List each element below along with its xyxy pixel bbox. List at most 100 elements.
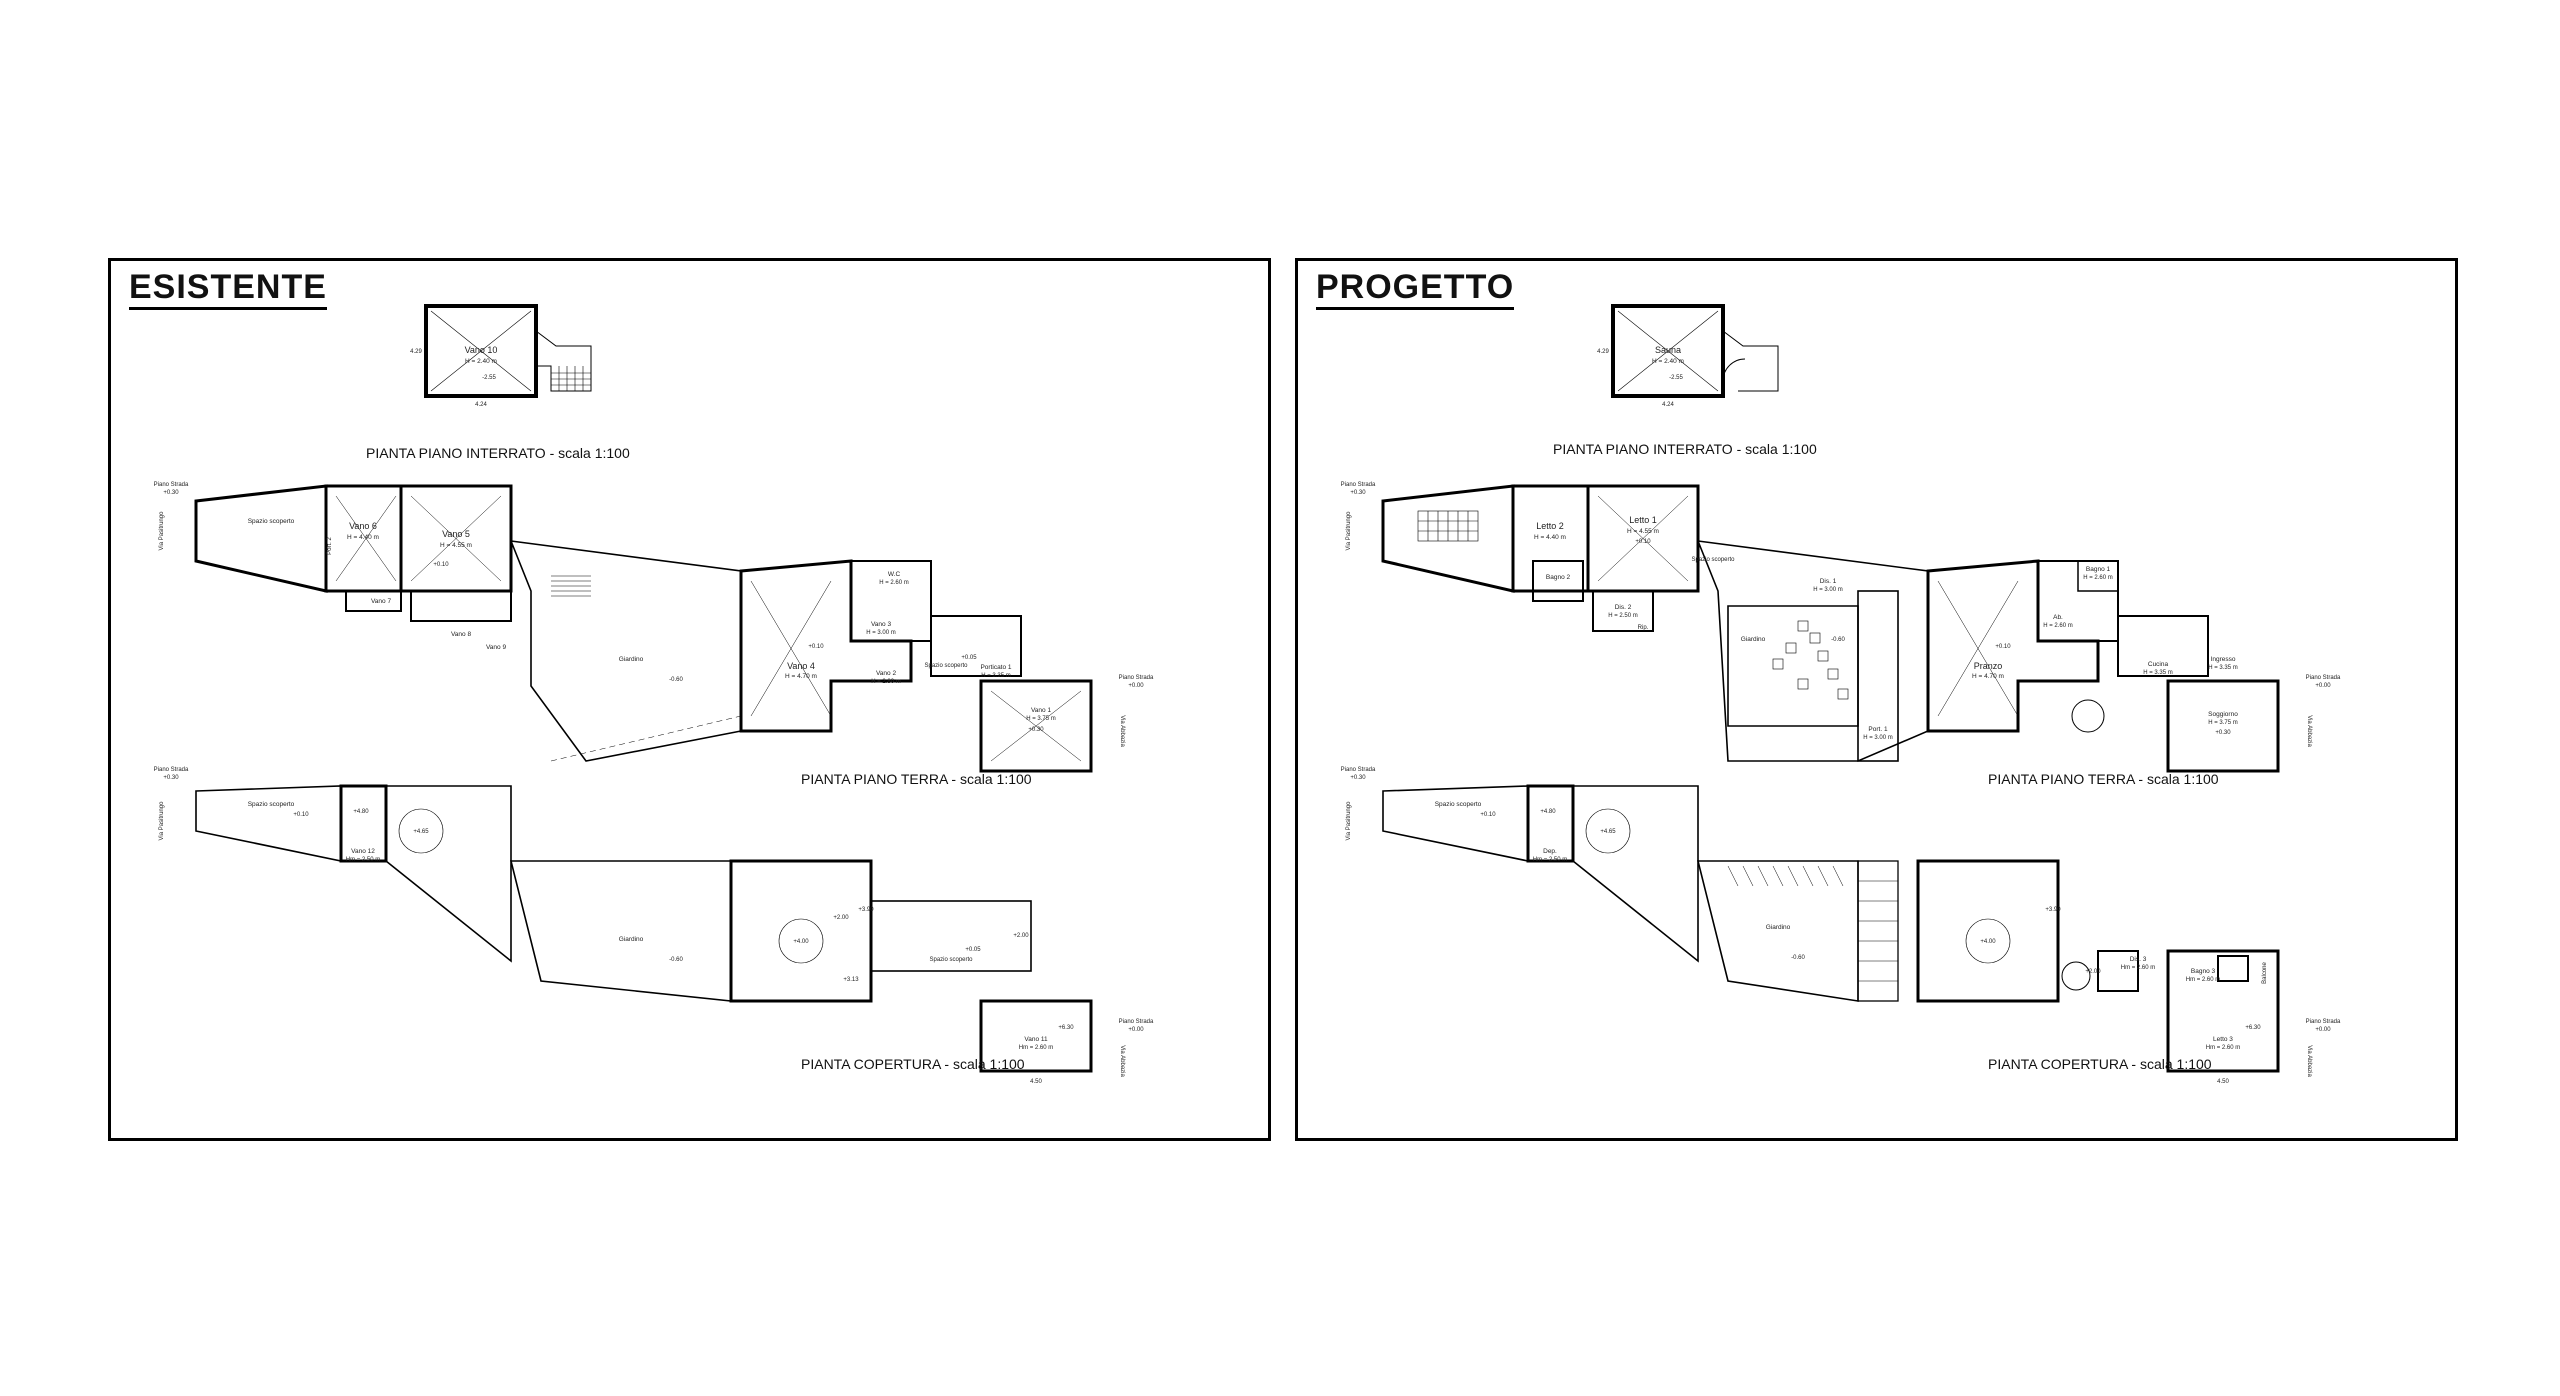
svg-text:Dis. 3: Dis. 3 xyxy=(2130,956,2147,963)
svg-text:Vano 2: Vano 2 xyxy=(876,670,897,677)
svg-text:+0.10: +0.10 xyxy=(433,562,449,568)
svg-text:H = 2.80 m: H = 2.80 m xyxy=(871,679,901,685)
svg-text:Vano 4: Vano 4 xyxy=(787,661,815,671)
svg-text:Via Pasitrungo: Via Pasitrungo xyxy=(1346,511,1352,551)
svg-text:+4.65: +4.65 xyxy=(413,829,429,835)
svg-text:4.24: 4.24 xyxy=(475,402,487,408)
svg-text:Letto 2: Letto 2 xyxy=(1536,521,1564,531)
svg-text:Vano 1: Vano 1 xyxy=(1031,707,1052,714)
svg-text:Spazio scoperto: Spazio scoperto xyxy=(929,957,973,963)
svg-text:+0.00: +0.00 xyxy=(2315,1027,2331,1033)
svg-text:Hm = 2.60 m: Hm = 2.60 m xyxy=(2121,965,2156,971)
basement-room-outline xyxy=(424,304,538,398)
svg-text:Piano Strada: Piano Strada xyxy=(1341,482,1376,488)
svg-text:Bagno 2: Bagno 2 xyxy=(1546,574,1571,581)
ground-left-block xyxy=(194,484,328,593)
svg-text:+0.30: +0.30 xyxy=(2215,730,2231,736)
svg-text:Bagno 1: Bagno 1 xyxy=(2086,566,2111,573)
svg-text:Vano 12: Vano 12 xyxy=(351,848,375,855)
svg-text:4.24: 4.24 xyxy=(1662,402,1674,408)
svg-text:Via Abbazia: Via Abbazia xyxy=(2306,715,2312,747)
svg-text:Ab.: Ab. xyxy=(2053,614,2063,621)
svg-text:Hm = 2.50 m: Hm = 2.50 m xyxy=(1533,857,1568,863)
svg-text:Dep.: Dep. xyxy=(1543,848,1557,855)
svg-text:+0.10: +0.10 xyxy=(1635,539,1651,545)
project-left-grid xyxy=(1417,510,1479,542)
svg-text:Ingresso: Ingresso xyxy=(2211,656,2236,663)
svg-text:Vano 7: Vano 7 xyxy=(371,598,392,605)
svg-text:4.29: 4.29 xyxy=(410,349,422,355)
svg-text:Cucina: Cucina xyxy=(2148,661,2169,668)
svg-text:Piano Strada: Piano Strada xyxy=(154,482,189,488)
svg-text:4.50: 4.50 xyxy=(2217,1079,2229,1085)
svg-text:Dis. 2: Dis. 2 xyxy=(1615,604,1632,611)
svg-text:+4.00: +4.00 xyxy=(793,939,809,945)
svg-text:4.50: 4.50 xyxy=(1030,1079,1042,1085)
roof-letto3-outline xyxy=(2166,949,2280,1073)
svg-text:+0.30: +0.30 xyxy=(1350,775,1366,781)
svg-text:Via Pasitrungo: Via Pasitrungo xyxy=(159,801,165,841)
svg-text:+6.30: +6.30 xyxy=(1058,1025,1074,1031)
svg-text:Piano Strada: Piano Strada xyxy=(2306,675,2341,681)
roof-ramp-stair xyxy=(1858,880,1898,982)
svg-text:+0.30: +0.30 xyxy=(163,490,179,496)
svg-text:+4.80: +4.80 xyxy=(1540,809,1556,815)
label-sauna: Sauna xyxy=(1655,345,1681,355)
svg-text:H = 2.60 m: H = 2.60 m xyxy=(2083,575,2113,581)
existing-title: ESISTENTE xyxy=(129,267,327,310)
svg-text:+3.90: +3.90 xyxy=(2045,907,2061,913)
svg-text:H = 3.00 m: H = 3.00 m xyxy=(1813,587,1843,593)
svg-text:-0.60: -0.60 xyxy=(1831,637,1845,643)
caption-copertura-project: PIANTA COPERTURA - scala 1:100 xyxy=(1988,1056,2212,1072)
svg-text:Vano 11: Vano 11 xyxy=(1024,1036,1048,1043)
svg-text:Letto 1: Letto 1 xyxy=(1629,515,1657,525)
svg-text:Vano 3: Vano 3 xyxy=(871,621,892,628)
svg-text:Spazio scoperto: Spazio scoperto xyxy=(248,801,295,808)
svg-text:H = 4.70 m: H = 4.70 m xyxy=(785,673,817,680)
existing-plans: Vano 10 H = 2.40 m -2.55 4.24 4.29 Piano… xyxy=(154,304,1154,1085)
caption-interrato-project: PIANTA PIANO INTERRATO - scala 1:100 xyxy=(1553,441,1817,457)
svg-text:Via Pasitrungo: Via Pasitrungo xyxy=(1346,801,1352,841)
svg-text:Giardino: Giardino xyxy=(619,936,644,943)
label-vano10-height: H = 2.40 m xyxy=(465,358,497,365)
svg-text:Spazio scoperto: Spazio scoperto xyxy=(924,663,968,669)
svg-text:Letto 3: Letto 3 xyxy=(2213,1036,2233,1043)
svg-text:+2.00: +2.00 xyxy=(1013,933,1029,939)
svg-text:Hm = 2.50 m: Hm = 2.50 m xyxy=(346,857,381,863)
svg-text:-0.60: -0.60 xyxy=(669,677,683,683)
svg-text:+6.30: +6.30 xyxy=(2245,1025,2261,1031)
svg-text:H = 2.40 m: H = 2.40 m xyxy=(1652,358,1684,365)
svg-text:Balcone: Balcone xyxy=(2262,961,2268,983)
svg-text:+2.00: +2.00 xyxy=(2085,969,2101,975)
svg-text:+3.13: +3.13 xyxy=(843,977,859,983)
svg-text:+0.30: +0.30 xyxy=(163,775,179,781)
svg-text:Vano 6: Vano 6 xyxy=(349,521,377,531)
project-plans: Sauna H = 2.40 m -2.55 4.24 4.29 Piano S… xyxy=(1341,304,2341,1085)
svg-text:Piano Strada: Piano Strada xyxy=(154,767,189,773)
roof-deck-hatch xyxy=(1727,865,1844,887)
roof-left-block xyxy=(195,785,342,862)
caption-interrato-existing: PIANTA PIANO INTERRATO - scala 1:100 xyxy=(366,445,630,461)
svg-text:Port. 1: Port. 1 xyxy=(1868,726,1888,733)
svg-text:+0.10: +0.10 xyxy=(1480,812,1496,818)
svg-text:Piano Strada: Piano Strada xyxy=(1341,767,1376,773)
svg-text:H = 4.55 m: H = 4.55 m xyxy=(1627,528,1659,535)
svg-text:-2.55: -2.55 xyxy=(482,375,496,381)
svg-text:Hm = 2.60 m: Hm = 2.60 m xyxy=(2206,1045,2241,1051)
roof-garden-outline xyxy=(509,860,732,1002)
spiral-stair-ground xyxy=(2071,699,2105,733)
garden-path-tiles xyxy=(1772,620,1849,700)
caption-terra-project: PIANTA PIANO TERRA - scala 1:100 xyxy=(1988,771,2219,787)
svg-text:H = 2.60 m: H = 2.60 m xyxy=(879,580,909,586)
svg-text:H = 3.00 m: H = 3.00 m xyxy=(1863,735,1893,741)
svg-text:Via Abbazia: Via Abbazia xyxy=(2306,1045,2312,1077)
svg-text:+4.65: +4.65 xyxy=(1600,829,1616,835)
svg-text:Pranzo: Pranzo xyxy=(1974,661,2003,671)
svg-text:-0.60: -0.60 xyxy=(669,957,683,963)
svg-text:Giardino: Giardino xyxy=(1741,636,1766,643)
svg-text:+3.90: +3.90 xyxy=(858,907,874,913)
svg-text:H = 3.00 m: H = 3.00 m xyxy=(866,630,896,636)
svg-text:Spazio scoperto: Spazio scoperto xyxy=(248,518,295,525)
spiral-stair-roof xyxy=(2061,961,2091,991)
svg-text:+0.00: +0.00 xyxy=(1128,683,1144,689)
